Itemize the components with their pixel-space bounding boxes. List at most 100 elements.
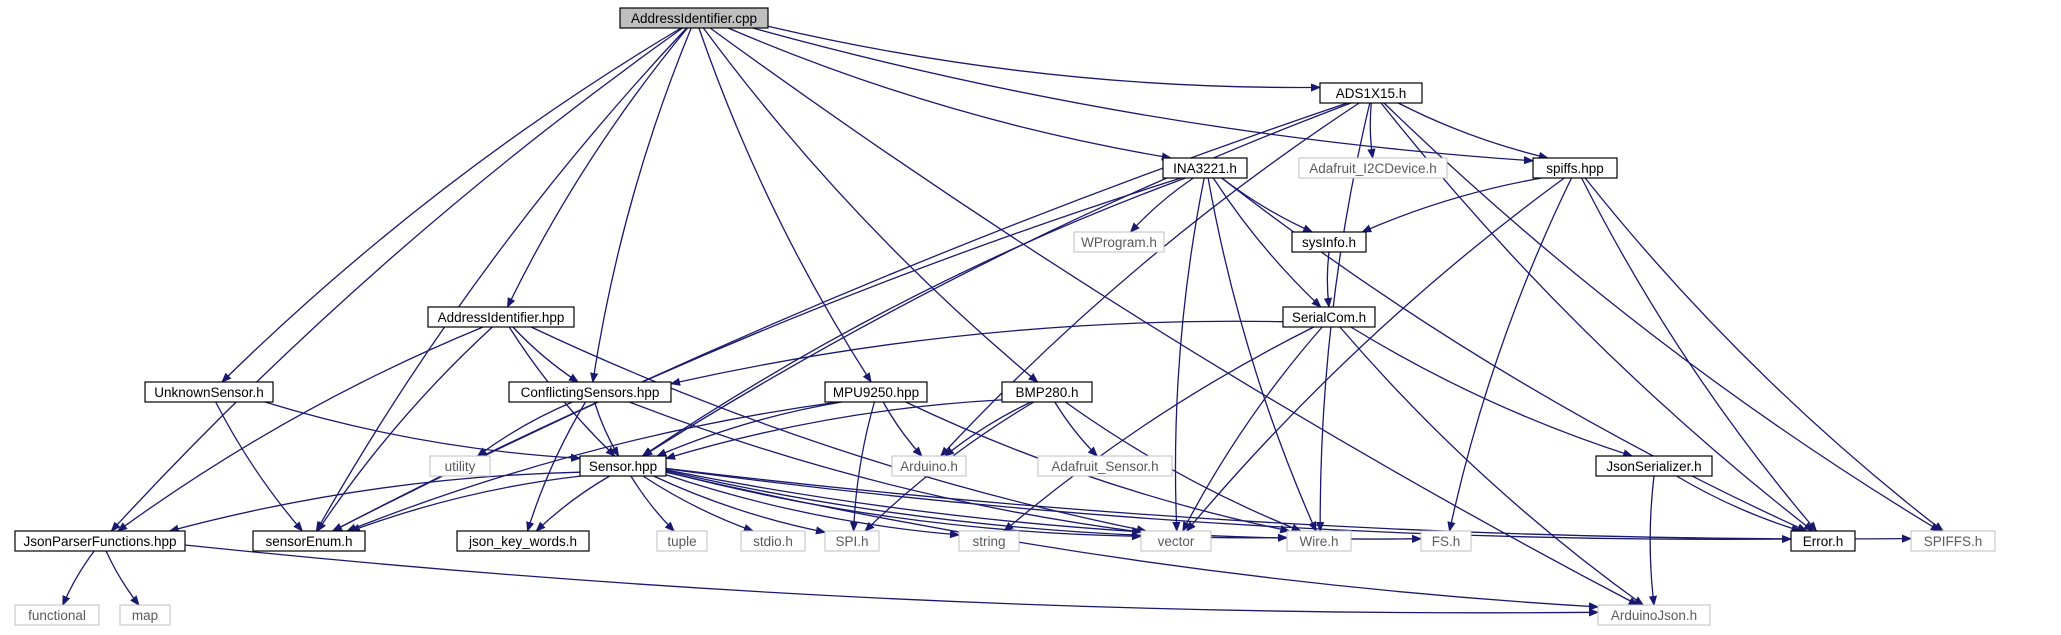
node-arduinojson[interactable]: ArduinoJson.h [1597, 604, 1711, 626]
node-utility[interactable]: utility [429, 455, 491, 477]
edge-sensor-to-jsonkey [536, 475, 611, 531]
node-sensor[interactable]: Sensor.hpp [579, 455, 667, 477]
node-i2cdev-box [1298, 157, 1448, 179]
edge-spiffs_hpp-to-sysinfo [1362, 177, 1542, 233]
node-spiffs_hpp-box [1532, 157, 1618, 179]
edge-sensor-to-stdio [642, 475, 753, 531]
node-addr_cpp[interactable]: AddressIdentifier.cpp [619, 7, 769, 29]
nodes: AddressIdentifier.cppADS1X15.hAdafruit_I… [14, 7, 1996, 626]
node-sensorenum-label: sensorEnum.h [265, 534, 352, 549]
node-ina[interactable]: INA3221.h [1162, 157, 1248, 179]
node-mpu[interactable]: MPU9250.hpp [824, 381, 928, 403]
node-vector[interactable]: vector [1140, 530, 1212, 552]
edge-addr_hpp-to-jsonparser [118, 326, 484, 531]
edge-spiffs_hpp-to-fs [1450, 177, 1573, 531]
node-ada_sensor-label: Adafruit_Sensor.h [1051, 459, 1158, 474]
node-sysinfo[interactable]: sysInfo.h [1291, 231, 1367, 253]
node-wprog[interactable]: WProgram.h [1073, 231, 1165, 253]
node-error-label: Error.h [1803, 534, 1844, 549]
node-unknown[interactable]: UnknownSensor.h [144, 381, 274, 403]
node-string-label: string [972, 534, 1005, 549]
node-unknown-box [144, 381, 274, 403]
edge-conflict-to-vector [629, 401, 1141, 532]
node-map[interactable]: map [119, 604, 171, 626]
node-utility-label: utility [445, 459, 476, 474]
edge-addr_cpp-to-ads [767, 25, 1320, 87]
edge-addr_cpp-to-spiffs_hpp [752, 27, 1533, 161]
node-sensor-box [579, 455, 667, 477]
edge-mpu-to-wire [905, 401, 1290, 531]
node-arduino_h[interactable]: Arduino.h [891, 455, 967, 477]
node-jsonparser[interactable]: JsonParserFunctions.hpp [14, 530, 186, 552]
node-jsonkey[interactable]: json_key_words.h [456, 530, 590, 552]
node-ada_sensor-box [1037, 455, 1173, 477]
node-tuple-label: tuple [667, 534, 696, 549]
node-ads[interactable]: ADS1X15.h [1319, 82, 1423, 104]
node-serialcom[interactable]: SerialCom.h [1282, 306, 1376, 328]
edge-unknown-to-sensor [264, 401, 580, 458]
node-functional[interactable]: functional [14, 604, 100, 626]
node-spiffs_h-box [1910, 530, 1996, 552]
node-map-box [119, 604, 171, 626]
edge-jsonser-to-arduinojson [1650, 475, 1654, 605]
node-conflict[interactable]: ConflictingSensors.hpp [508, 381, 672, 403]
edge-serialcom-to-jsonser [1350, 326, 1632, 456]
edge-ina-to-serialcom [1212, 177, 1320, 307]
edge-addr_hpp-to-sensorenum [318, 326, 493, 531]
node-tuple[interactable]: tuple [656, 530, 708, 552]
node-jsonkey-box [456, 530, 590, 552]
node-i2cdev-label: Adafruit_I2CDevice.h [1309, 161, 1437, 176]
edge-mpu-to-arduino_h [882, 401, 922, 456]
edge-spiffs_hpp-to-spiffs_h [1584, 177, 1943, 531]
node-spiffs_hpp[interactable]: spiffs.hpp [1532, 157, 1618, 179]
edge-spiffs_hpp-to-vector [1187, 177, 1565, 531]
node-jsonkey-label: json_key_words.h [468, 534, 577, 549]
node-string[interactable]: string [958, 530, 1020, 552]
edge-sensor-to-string [665, 474, 959, 535]
edge-mpu-to-sensorenum [347, 401, 838, 532]
edge-bmp-to-ada_sensor [1054, 401, 1097, 456]
edge-serialcom-to-string [1004, 326, 1315, 531]
edge-conflict-to-sensor [593, 401, 619, 456]
node-spi[interactable]: SPI.h [824, 530, 880, 552]
node-serialcom-box [1282, 306, 1376, 328]
node-sensorenum[interactable]: sensorEnum.h [252, 530, 366, 552]
edge-spiffs_hpp-to-error [1581, 177, 1817, 531]
edge-bmp-to-arduino_h [945, 401, 1032, 456]
edge-addr_hpp-to-conflict [512, 326, 578, 382]
node-spiffs_h[interactable]: SPIFFS.h [1910, 530, 1996, 552]
node-addr_hpp[interactable]: AddressIdentifier.hpp [427, 306, 575, 328]
edge-ina-to-sensor [643, 177, 1186, 456]
node-vector-label: vector [1158, 534, 1195, 549]
node-ada_sensor[interactable]: Adafruit_Sensor.h [1037, 455, 1173, 477]
edge-sensor-to-error [665, 468, 1791, 540]
edge-addr_cpp-to-ina [727, 27, 1171, 158]
node-bmp-box [1001, 381, 1093, 403]
edge-ads-to-arduino_h [941, 102, 1360, 456]
edge-jsonparser-to-functional [62, 550, 95, 605]
edge-sensor-to-spi [653, 475, 826, 532]
edge-sensor-to-spiffs_h [665, 467, 1911, 539]
node-ads-label: ADS1X15.h [1336, 86, 1407, 101]
edge-addr_cpp-to-jsonparser [111, 27, 683, 531]
node-wire[interactable]: Wire.h [1286, 530, 1352, 552]
edge-serialcom-to-vector [1182, 326, 1323, 531]
edge-sensor-to-tuple [630, 475, 674, 531]
node-fs[interactable]: FS.h [1420, 530, 1472, 552]
node-arduinojson-box [1597, 604, 1711, 626]
edge-conflict-to-utility [478, 401, 573, 456]
node-utility-box [429, 455, 491, 477]
edge-ina-to-wprog [1131, 177, 1194, 232]
node-error[interactable]: Error.h [1790, 530, 1856, 552]
node-bmp[interactable]: BMP280.h [1001, 381, 1093, 403]
node-conflict-box [508, 381, 672, 403]
edge-addr_cpp-to-arduinojson [709, 27, 1638, 606]
node-addr_cpp-label: AddressIdentifier.cpp [631, 11, 757, 26]
node-functional-label: functional [28, 608, 86, 623]
node-i2cdev[interactable]: Adafruit_I2CDevice.h [1298, 157, 1448, 179]
node-stdio[interactable]: stdio.h [740, 530, 806, 552]
edge-mpu-to-sensor [657, 401, 842, 457]
node-vector-box [1140, 530, 1212, 552]
node-jsonser[interactable]: JsonSerializer.h [1595, 455, 1713, 477]
node-wire-label: Wire.h [1299, 534, 1338, 549]
